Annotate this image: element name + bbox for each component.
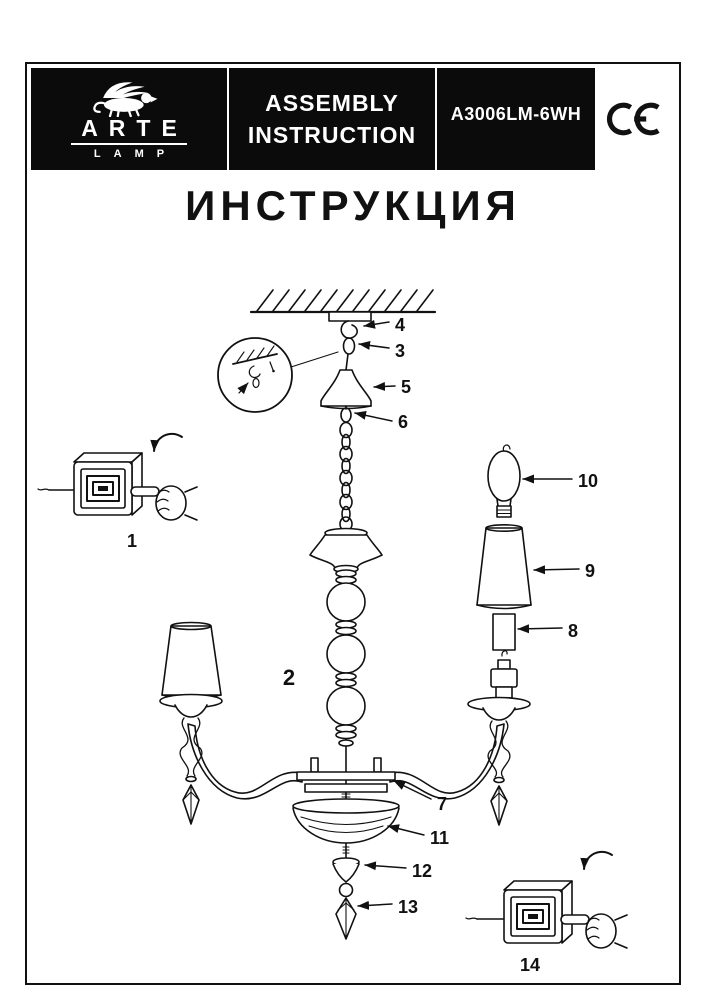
part-label-10: 10 [578,471,598,491]
candle-sleeve [492,613,516,651]
pointing-hand-icon [560,913,628,949]
wall-switch-1 [37,432,198,521]
part-label-9: 9 [585,561,595,581]
arm-mount-hub [296,757,396,801]
part-label-6: 6 [398,412,408,432]
pointing-hand-icon [130,485,198,521]
part-label-1: 1 [127,531,137,551]
center-column [309,527,383,803]
part-label-14: 14 [520,955,540,975]
switch-wire [37,488,50,491]
assembly-diagram: 4 3 5 6 2 7 10 9 8 11 12 13 1 14 [37,289,628,975]
mounting-detail-inset [217,337,339,413]
ceiling-hatch [249,289,437,322]
part-label-7: 7 [437,794,447,814]
wall-switch-14 [465,850,628,949]
right-shade [476,523,532,610]
part-label-11: 11 [430,828,449,848]
brand-name: ARTE [81,114,188,141]
part-label-12: 12 [412,861,432,881]
ceiling-canopy [320,369,372,423]
left-drop-ornament [179,717,203,825]
left-bobeche [159,693,223,718]
rotate-arrow-icon [580,850,613,870]
ceiling-hook [340,320,358,371]
part-label-8: 8 [568,621,578,641]
page-title: ИНСТРУКЦИЯ [185,182,521,229]
part-labels: 4 3 5 6 2 7 10 9 8 11 12 13 1 14 [127,315,598,975]
ce-section [595,68,675,170]
bottom-crystal-drop [335,897,357,940]
left-arm [187,723,303,800]
bottom-bowl [292,798,400,844]
switch-wire [465,917,478,920]
light-bulb [487,444,521,518]
part-label-13: 13 [398,897,418,917]
hanging-chain [339,421,353,532]
brand-logo-section: ARTE LAMP [31,68,229,170]
header-bar: ARTE LAMP ASSEMBLY INSTRUCTION A3006LM-6… [31,68,675,170]
part-label-2: 2 [283,665,295,690]
instruction-word: INSTRUCTION [247,122,417,148]
page-frame: ARTE LAMP ASSEMBLY INSTRUCTION A3006LM-6… [25,62,681,985]
left-shade [161,621,222,700]
ce-mark-icon [606,102,660,136]
part-label-3: 3 [395,341,405,361]
brand-subname: LAMP [93,147,178,160]
assembly-title-section: ASSEMBLY INSTRUCTION [229,68,437,170]
canopy-loop [340,407,352,423]
right-arm [389,723,505,800]
right-drop-ornament [487,720,511,826]
assembly-word: ASSEMBLY [265,89,399,116]
part-label-5: 5 [401,377,411,397]
callout-arrows [354,319,580,910]
part-label-4: 4 [395,315,405,335]
mounting-plate [328,311,372,322]
model-number: A3006LM-6WH [437,68,595,170]
right-bobeche [467,696,531,721]
lamp-socket [490,650,518,699]
bottom-finial [332,842,360,898]
rotate-arrow-icon [150,432,183,452]
brand-divider [71,142,187,145]
griffin-logo-icon [93,81,158,117]
